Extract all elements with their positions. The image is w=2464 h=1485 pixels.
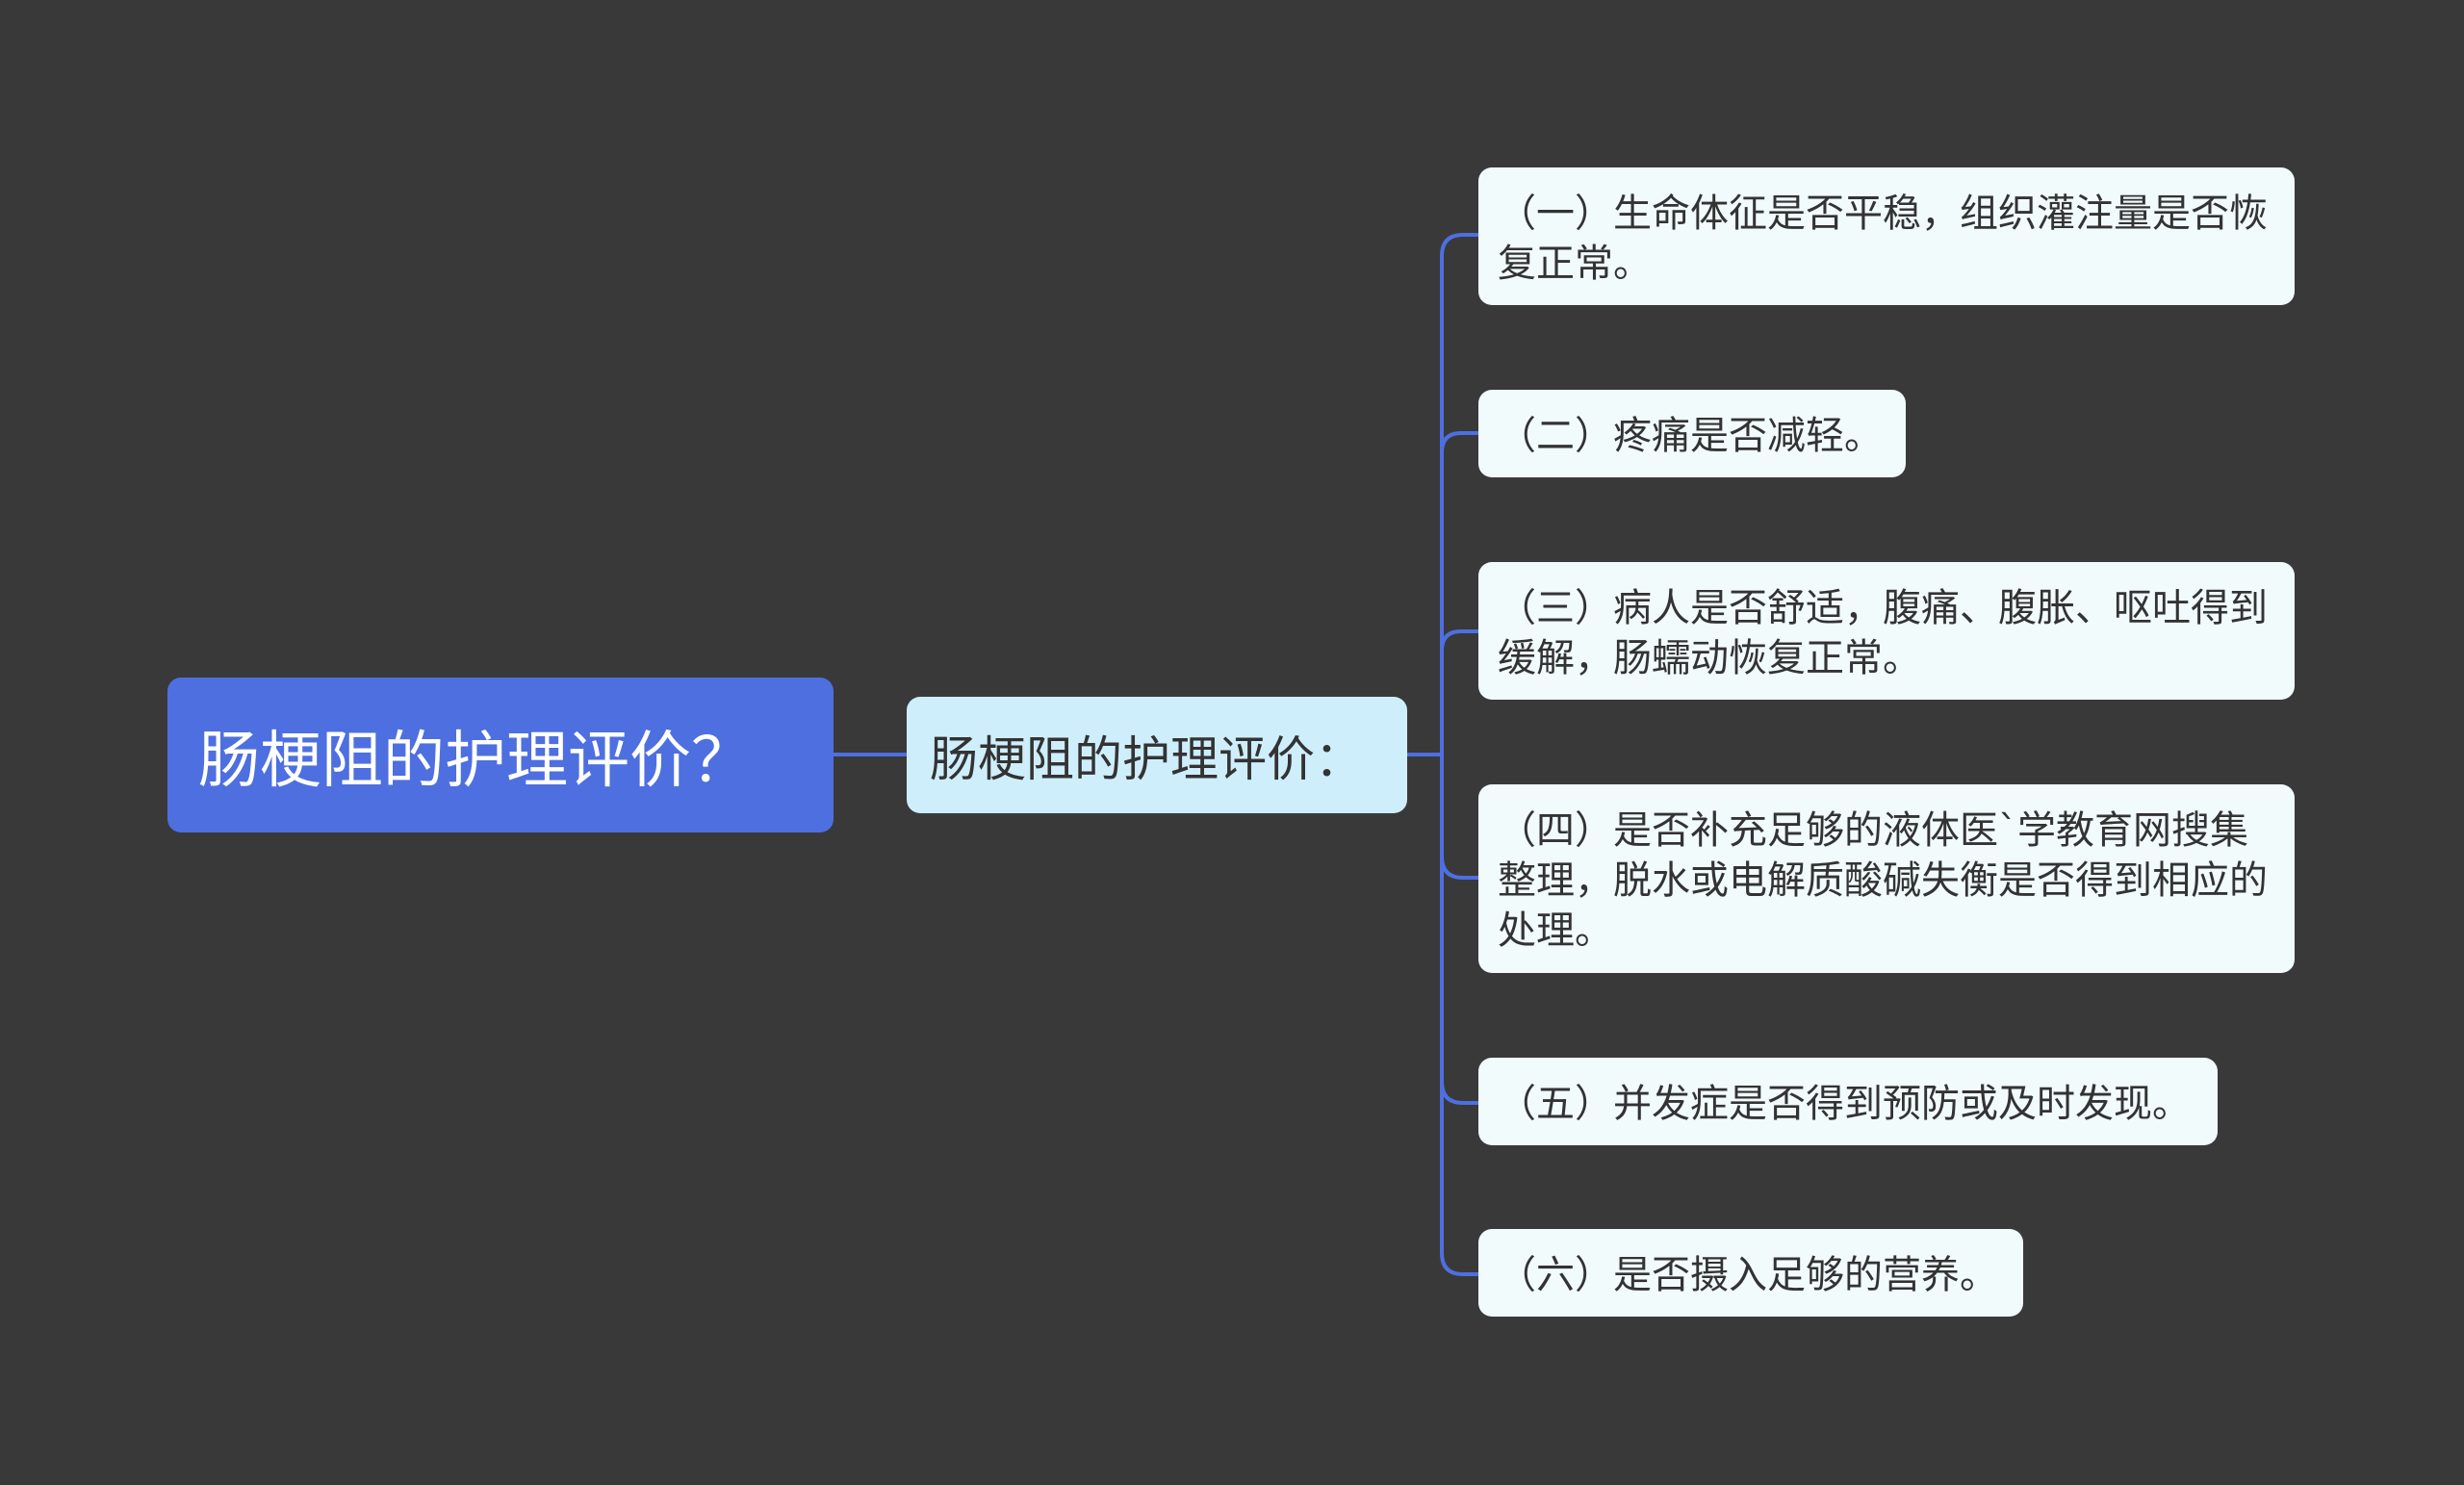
leaf-topic-label: （五）并发症是否得到预防或及时发现。 [1498,1082,2191,1126]
branch-topic-label: 肠梗阻的护理评价： [930,730,1363,787]
root-topic[interactable]: 肠梗阻的护理评价？ [167,678,834,832]
connector-leaf-3 [1440,629,1478,652]
leaf-topic-5[interactable]: （五）并发症是否得到预防或及时发现。 [1478,1058,2218,1145]
leaf-topic-4[interactable]: （四）是否补充足够的液体医`学教育网搜集整理，脱水或电解质酸碱失衡是否得到相应的… [1478,784,2295,973]
leaf-topic-1[interactable]: （一）生命体征是否平稳，组织灌注量是否恢复正常。 [1478,167,2295,305]
leaf-topic-label: （四）是否补充足够的液体医`学教育网搜集整理，脱水或电解质酸碱失衡是否得到相应的… [1498,808,2268,953]
leaf-topic-label: （二）疼痛是否减轻。 [1498,414,1883,458]
connector-leaf-4 [1440,856,1478,880]
leaf-topic-label: （三）病人是否舒适，腹痛、腹胀、呕吐得到缓解，肠蠕动恢复正常。 [1498,586,2268,680]
leaf-topic-label: （六）是否摄入足够的营养。 [1498,1253,1998,1297]
connector-leaf-5 [1440,1081,1478,1105]
root-topic-label: 肠梗阻的护理评价？ [198,725,753,797]
leaf-topic-6[interactable]: （六）是否摄入足够的营养。 [1478,1229,2023,1317]
leaf-topic-2[interactable]: （二）疼痛是否减轻。 [1478,390,1906,477]
branch-topic[interactable]: 肠梗阻的护理评价： [907,697,1407,813]
connector-leaf-6 [1440,1252,1478,1276]
connector-leaf-1 [1440,233,1478,257]
leaf-topic-label: （一）生命体征是否平稳，组织灌注量是否恢复正常。 [1498,192,2268,286]
connector-leaf-2 [1440,431,1478,453]
leaf-topic-3[interactable]: （三）病人是否舒适，腹痛、腹胀、呕吐得到缓解，肠蠕动恢复正常。 [1478,562,2295,700]
